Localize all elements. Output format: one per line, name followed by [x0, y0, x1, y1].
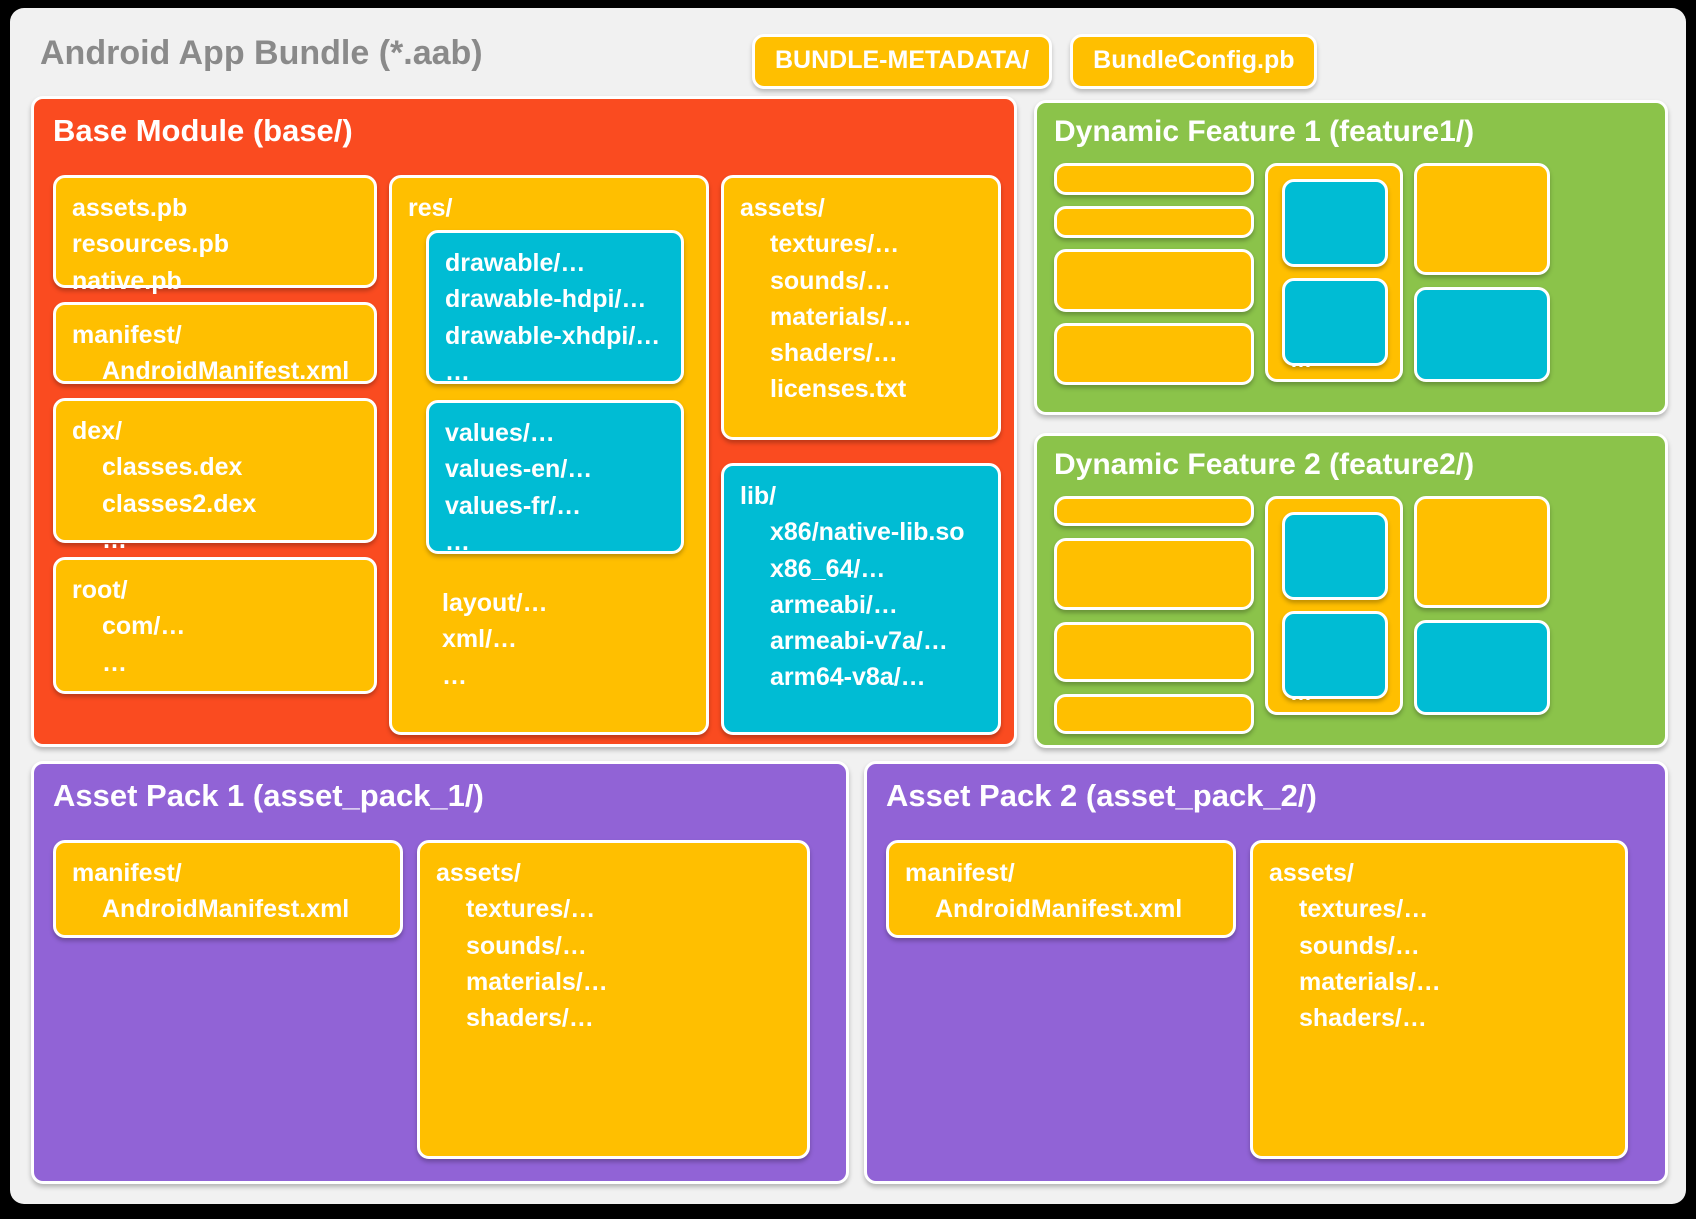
feature2-card-a4[interactable]	[1054, 694, 1254, 734]
bundle-header: Android App Bundle (*.aab)	[10, 8, 1686, 98]
feature2-res-inner-2[interactable]	[1282, 611, 1388, 699]
dynamic-feature-1-panel[interactable]: Dynamic Feature 1 (feature1/) …	[1034, 100, 1668, 415]
base-res-drawable-card[interactable]: drawable/… drawable-hdpi/… drawable-xhdp…	[426, 230, 684, 386]
asset-pack-2-manifest-head: manifest/	[905, 859, 1015, 887]
feature2-card-a1[interactable]	[1054, 496, 1254, 526]
feature2-column-b: …	[1265, 496, 1403, 715]
feature1-res-ellipsis: …	[1290, 347, 1312, 372]
feature2-column-a	[1054, 496, 1254, 734]
feature1-card-a2[interactable]	[1054, 206, 1254, 238]
base-module-column-1: assets.pb resources.pb native.pb manifes…	[53, 175, 377, 694]
asset-pack-1-assets-head: assets/	[436, 859, 521, 887]
base-root-lines: com/… …	[102, 612, 186, 677]
dynamic-feature-1-title: Dynamic Feature 1 (feature1/)	[1054, 115, 1475, 148]
feature2-res-ellipsis: …	[1290, 680, 1312, 705]
base-res-head: res/	[408, 194, 453, 222]
feature1-res-inner-1[interactable]	[1282, 179, 1388, 267]
asset-pack-1-title: Asset Pack 1 (asset_pack_1/)	[53, 778, 484, 813]
asset-pack-1-assets-lines: textures/… sounds/… materials/… shaders/…	[466, 895, 608, 1032]
feature1-column-a	[1054, 163, 1254, 385]
base-module-title: Base Module (base/)	[53, 113, 353, 148]
feature1-card-a1[interactable]	[1054, 163, 1254, 195]
feature1-res-inner-2[interactable]	[1282, 278, 1388, 366]
feature1-card-c2[interactable]	[1414, 287, 1550, 382]
base-assets-head: assets/	[740, 194, 825, 222]
chip-bundle-config[interactable]: BundleConfig.pb	[1070, 34, 1318, 89]
base-res-values-card[interactable]: values/… values-en/… values-fr/… …	[426, 400, 684, 556]
base-root-head: root/	[72, 576, 128, 604]
feature2-res-inner-1[interactable]	[1282, 512, 1388, 600]
feature2-column-c	[1414, 496, 1550, 715]
base-lib-lines: x86/native-lib.so x86_64/… armeabi/… arm…	[770, 518, 965, 692]
feature2-card-c1[interactable]	[1414, 496, 1550, 608]
base-protos-card[interactable]: assets.pb resources.pb native.pb	[53, 175, 377, 295]
asset-pack-1-assets-card[interactable]: assets/textures/… sounds/… materials/… s…	[417, 840, 810, 1159]
base-res-tail-lines: layout/… xml/… …	[442, 589, 548, 690]
feature1-card-c1[interactable]	[1414, 163, 1550, 275]
base-module-column-3: assets/textures/… sounds/… materials/… s…	[721, 175, 1001, 735]
feature1-column-b: …	[1265, 163, 1403, 382]
bundle-canvas: Android App Bundle (*.aab) BUNDLE-METADA…	[10, 8, 1686, 1204]
bundle-metadata-chips: BUNDLE-METADATA/ BundleConfig.pb	[752, 34, 1318, 89]
dynamic-feature-2-title: Dynamic Feature 2 (feature2/)	[1054, 448, 1475, 481]
base-lib-card[interactable]: lib/x86/native-lib.so x86_64/… armeabi/……	[721, 463, 1001, 735]
asset-pack-2-assets-head: assets/	[1269, 859, 1354, 887]
base-res-card[interactable]: res/ drawable/… drawable-hdpi/… drawable…	[389, 175, 709, 735]
feature1-card-a4[interactable]	[1054, 323, 1254, 385]
feature1-card-a3[interactable]	[1054, 249, 1254, 312]
base-module-column-2: res/ drawable/… drawable-hdpi/… drawable…	[389, 175, 709, 735]
chip-bundle-metadata[interactable]: BUNDLE-METADATA/	[752, 34, 1053, 89]
base-module-panel[interactable]: Base Module (base/) assets.pb resources.…	[31, 96, 1017, 747]
base-assets-card[interactable]: assets/textures/… sounds/… materials/… s…	[721, 175, 1001, 440]
feature2-card-a2[interactable]	[1054, 538, 1254, 610]
base-dex-head: dex/	[72, 417, 123, 445]
base-manifest-lines: AndroidManifest.xml	[102, 357, 350, 386]
base-manifest-card[interactable]: manifest/AndroidManifest.xml	[53, 302, 377, 385]
feature2-card-a3[interactable]	[1054, 622, 1254, 682]
asset-pack-2-title: Asset Pack 2 (asset_pack_2/)	[886, 778, 1317, 813]
base-dex-lines: classes.dex classes2.dex …	[102, 453, 257, 554]
page-title: Android App Bundle (*.aab)	[40, 33, 483, 72]
asset-pack-2-manifest-card[interactable]: manifest/AndroidManifest.xml	[886, 840, 1236, 938]
asset-pack-1-manifest-lines: AndroidManifest.xml	[102, 895, 350, 924]
feature1-column-c	[1414, 163, 1550, 382]
asset-pack-2-assets-card[interactable]: assets/textures/… sounds/… materials/… s…	[1250, 840, 1628, 1159]
asset-pack-2-assets-lines: textures/… sounds/… materials/… shaders/…	[1299, 895, 1441, 1032]
base-root-card[interactable]: root/com/… …	[53, 557, 377, 694]
feature2-card-c2[interactable]	[1414, 620, 1550, 715]
asset-pack-2-panel[interactable]: Asset Pack 2 (asset_pack_2/) manifest/An…	[864, 761, 1668, 1184]
feature2-res-card[interactable]: …	[1265, 496, 1403, 715]
base-manifest-head: manifest/	[72, 321, 182, 349]
feature1-res-card[interactable]: …	[1265, 163, 1403, 382]
base-assets-lines: textures/… sounds/… materials/… shaders/…	[770, 230, 912, 404]
base-lib-head: lib/	[740, 482, 777, 510]
asset-pack-2-manifest-lines: AndroidManifest.xml	[935, 895, 1183, 924]
asset-pack-1-manifest-head: manifest/	[72, 859, 182, 887]
dynamic-feature-2-panel[interactable]: Dynamic Feature 2 (feature2/) …	[1034, 433, 1668, 748]
base-dex-card[interactable]: dex/classes.dex classes2.dex …	[53, 398, 377, 554]
base-res-values-lines: values/… values-en/… values-fr/… …	[445, 419, 593, 556]
asset-pack-1-manifest-card[interactable]: manifest/AndroidManifest.xml	[53, 840, 403, 938]
base-res-drawable-lines: drawable/… drawable-hdpi/… drawable-xhdp…	[445, 249, 661, 386]
asset-pack-1-panel[interactable]: Asset Pack 1 (asset_pack_1/) manifest/An…	[31, 761, 849, 1184]
